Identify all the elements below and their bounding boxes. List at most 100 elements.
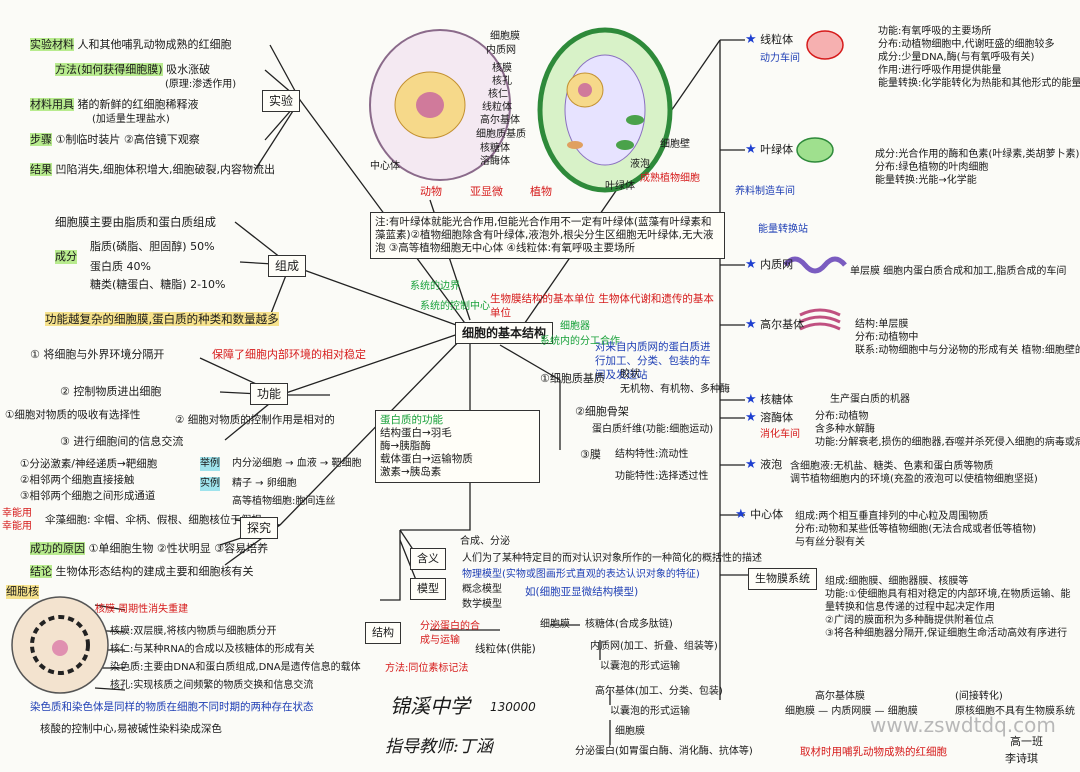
- experiment-text-material: 人和其他哺乳动物成熟的红细胞: [77, 38, 232, 51]
- diagram-submicro: 亚显微: [470, 185, 503, 198]
- cyto-title-2: ②细胞骨架: [575, 405, 629, 418]
- center-node[interactable]: 细胞的基本结构: [455, 322, 554, 344]
- explore-tag-0: 幸能用: [2, 508, 32, 519]
- model-kind-1: 概念模型: [462, 584, 502, 595]
- signal-item-2: 高等植物细胞:胞间连丝: [232, 496, 336, 507]
- diagram-label-8: 核糖体: [480, 143, 510, 154]
- diagram-label-0: 细胞膜: [490, 31, 520, 42]
- cyto-sub1-1: 无机物、有机物、多种酶: [620, 384, 730, 395]
- explore-tag2: 结论: [30, 565, 52, 578]
- vacuole-desc: 含细胞液:无机盐、糖类、色素和蛋白质等物质 调节植物细胞内的环境(充盈的液泡可以…: [790, 461, 1038, 485]
- experiment-text-result: 凹陷消失,细胞体积增大,细胞破裂,内容物流出: [55, 163, 276, 176]
- function-item-4: ② 细胞对物质的控制作用是相对的: [175, 414, 335, 426]
- mito-tag: 动力车间: [760, 53, 800, 64]
- protein-row-3: 激素→胰岛素: [380, 466, 442, 478]
- chloro-name: 叶绿体: [760, 143, 794, 156]
- diagram-label-1: 内质网: [486, 45, 516, 56]
- chloro-tag1: 养料制造车间: [735, 186, 795, 197]
- er-desc: 单层膜 细胞内蛋白质合成和加工,脂质合成的车间: [850, 266, 1067, 277]
- golgi-desc: 结构:单层膜 分布:动植物中 联系:动物细胞中与分泌物的形成有关 植物:细胞壁的…: [855, 319, 1080, 356]
- flow-step-4: 以囊泡的形式运输: [610, 706, 690, 717]
- vacuole-name: 液泡: [760, 458, 783, 471]
- experiment-text-tools: 猪的新鲜的红细胞稀释液: [77, 98, 199, 111]
- author-1: 李诗琪: [1005, 752, 1038, 765]
- experiment-tag-tools: 材料用具: [30, 98, 74, 111]
- membrane-system-desc: 组成:细胞膜、细胞器膜、核膜等 功能:①使细胞具有相对稳定的内部环境,在物质运输…: [825, 576, 1071, 639]
- lyso-desc: 分布:动植物 含多种水解酶 功能:分解衰老,损伤的细胞器,吞噬并杀死侵入细胞的病…: [815, 411, 1080, 448]
- composition-tag: 成分: [55, 250, 77, 264]
- node-experiment[interactable]: 实验: [262, 90, 301, 112]
- node-meaning[interactable]: 含义: [410, 548, 446, 570]
- golgi-blue-note: 对来自内质网的蛋白质进行加工、分类、包装的车间及发送站: [595, 341, 711, 381]
- flow-step-2: 以囊泡的形式运输: [600, 661, 680, 672]
- model-kind-0: 物理模型(实物或图画形式直观的表达认识对象的特征): [462, 569, 700, 580]
- diagram-label-4: 核仁: [488, 89, 508, 100]
- diagram-label-9: 溶酶体: [480, 156, 510, 167]
- node-structure[interactable]: 结构: [365, 622, 401, 644]
- node-composition[interactable]: 组成: [268, 255, 307, 277]
- center-red-note: 生物膜结构的基本单位 生物体代谢和遗传的基本单位: [490, 293, 714, 319]
- lyso-name: 溶酶体: [760, 411, 794, 424]
- nucleus-footer-1: 染色质和染色体是同样的物质在细胞不同时期的两种存在状态: [30, 701, 314, 713]
- mito-name: 线粒体: [760, 33, 794, 46]
- function-item-3: ①细胞对物质的吸收有选择性: [5, 409, 141, 421]
- function-item-8: ③相邻两个细胞之间形成通道: [20, 490, 156, 502]
- golgi-name: 高尔基体: [760, 318, 805, 331]
- signature-code: 130000: [490, 700, 536, 714]
- node-model[interactable]: 模型: [410, 578, 446, 600]
- signature-teacher: 指导教师:丁涵: [385, 737, 493, 757]
- organelle-green: 细胞器: [560, 321, 590, 332]
- cyto-sub3a: 结构特性:流动性: [615, 449, 689, 460]
- diagram-label-5: 线粒体: [482, 102, 512, 113]
- function-item-5: ③ 进行细胞间的信息交流: [60, 435, 184, 448]
- diagram-label-3: 核孔: [492, 76, 512, 87]
- watermark: www.zswdtdq.com: [870, 713, 1056, 737]
- composition-row-0: 脂质(磷脂、胆固醇) 50%: [90, 240, 215, 253]
- organelle-sub: 系统内的分工合作: [540, 336, 620, 347]
- centro-desc: 组成:两个相互垂直排列的中心粒及周围物质 分布:动物和某些低等植物细胞(无法合成…: [795, 511, 1037, 548]
- explore-row: 伞藻细胞: 伞帽、伞柄、假根、细胞核位于假根: [45, 514, 262, 526]
- diagram-plant: 植物: [530, 185, 552, 198]
- composition-title: 细胞膜主要由脂质和蛋白质组成: [55, 215, 216, 229]
- protein-row-1: 酶→胰脂酶: [380, 440, 431, 452]
- signal-item-1: 精子 → 卵细胞: [232, 478, 297, 489]
- function-item-6: ①分泌激素/神经递质→靶细胞: [20, 458, 158, 470]
- cyto-title-1: ①细胞质基质: [540, 372, 605, 385]
- node-function[interactable]: 功能: [250, 383, 289, 405]
- flow-end: 分泌蛋白(如胃蛋白酶、消化酶、抗体等): [575, 746, 753, 757]
- experiment-tag-steps: 步骤: [30, 133, 52, 146]
- chloro-tag2: 能量转换站: [758, 224, 808, 235]
- flow-step-0: 核糖体(合成多肽链): [585, 619, 673, 630]
- model-kind-2: 数学模型: [462, 599, 502, 610]
- diagram-right-0: 叶绿体: [605, 181, 635, 192]
- cyto-title-3: ③膜: [580, 448, 601, 461]
- function-item-2: ② 控制物质进出细胞: [60, 385, 162, 398]
- signal-item-0: 内分泌细胞 → 血液 → 靶细胞: [232, 458, 362, 469]
- explore-tag-1: 幸能用: [2, 521, 32, 532]
- protein-box: 蛋白质的功能 结构蛋白→羽毛 酶→胰脂酶 载体蛋白→运输物质 激素→胰岛素: [375, 410, 540, 483]
- experiment-tag-material: 实验材料: [30, 38, 74, 51]
- mito-desc: 功能:有氧呼吸的主要场所 分布:动植物细胞中,代谢旺盛的细胞较多 成分:少量DN…: [878, 26, 1080, 89]
- explore-text2: 生物体形态结构的建成主要和细胞核有关: [55, 565, 254, 578]
- model-tag: 分泌蛋白的合成与运输: [420, 621, 480, 646]
- flow-step-5: 细胞膜: [615, 726, 645, 737]
- experiment-principle: (原理:渗透作用): [165, 79, 237, 90]
- experiment-tag-result: 结果: [30, 163, 52, 176]
- explore-text1: ①单细胞生物 ②性状明显 ③容易培养: [88, 542, 269, 555]
- diagram-right-1: 液泡: [630, 159, 650, 170]
- bottom-row-1: (间接转化): [955, 691, 1003, 702]
- experiment-saline: (加适量生理盐水): [92, 114, 170, 125]
- membrane-system-name[interactable]: 生物膜系统: [748, 568, 817, 590]
- nucleus-title: 细胞核: [6, 585, 39, 599]
- author-0: 高一班: [1010, 735, 1043, 748]
- bottom-row-0: 细胞膜 — 内质网膜 — 细胞膜: [785, 706, 918, 717]
- er-name: 内质网: [760, 258, 794, 271]
- nucleus-label-3: 染色质:主要由DNA和蛋白质组成,DNA是遗传信息的载体: [110, 662, 361, 673]
- ribo-name: 核糖体: [760, 393, 794, 406]
- protein-title: 蛋白质的功能: [380, 414, 443, 426]
- node-explore[interactable]: 探究: [240, 517, 279, 539]
- model-example: 如(细胞亚显微结构模型): [525, 586, 639, 598]
- cyto-sub1-0: 胶状: [620, 369, 640, 380]
- cyto-sub3b: 功能特性:选择透过性: [615, 471, 709, 482]
- experiment-tag-method: 方法(如何获得细胞膜): [55, 63, 163, 76]
